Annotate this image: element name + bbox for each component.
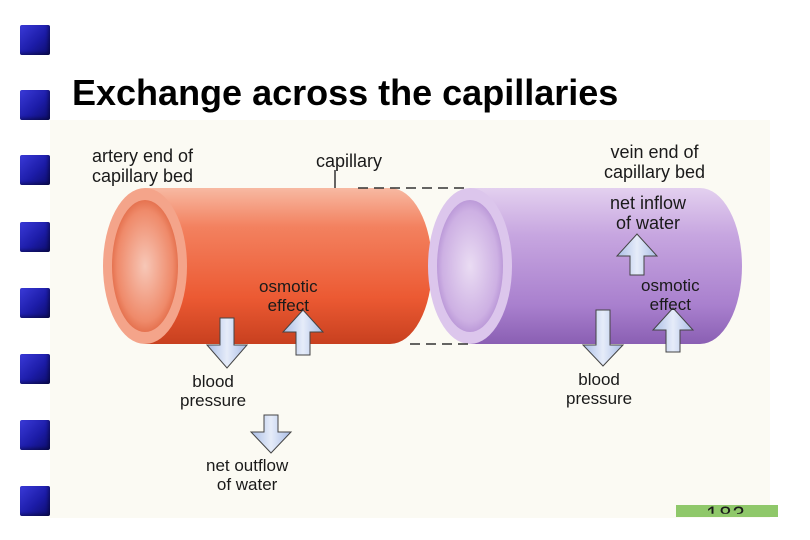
arrow-net-inflow: [615, 233, 659, 276]
bullet-2: [20, 90, 50, 120]
bullet-5: [20, 288, 50, 318]
label-net-inflow: net inflow of water: [610, 193, 687, 233]
label-blood-pressure-left: blood pressure: [180, 372, 247, 410]
page-number: 183: [706, 502, 746, 514]
bullet-3: [20, 155, 50, 185]
label-capillary: capillary: [316, 151, 383, 171]
venous-capillary-tube: [428, 188, 742, 344]
arrow-blood-pressure-left: [205, 317, 249, 369]
label-artery-end: artery end of capillary bed: [92, 146, 194, 186]
page-number-bar: [676, 505, 778, 517]
bullet-6: [20, 354, 50, 384]
arrow-osmotic-right: [651, 307, 695, 353]
bullet-1: [20, 25, 50, 55]
label-osmotic-right: osmotic effect: [641, 276, 700, 314]
label-osmotic-left: osmotic effect: [259, 277, 318, 315]
arrow-net-outflow: [249, 414, 293, 454]
bullet-4: [20, 222, 50, 252]
arrow-blood-pressure-right: [581, 309, 625, 367]
arrow-osmotic-left: [281, 309, 325, 356]
label-net-outflow: net outflow of water: [206, 456, 289, 494]
label-blood-pressure-right: blood pressure: [566, 370, 633, 408]
bullet-7: [20, 420, 50, 450]
bullet-8: [20, 486, 50, 516]
slide-title: Exchange across the capillaries: [72, 72, 619, 113]
arterial-capillary-tube: [103, 188, 432, 344]
label-vein-end: vein end of capillary bed: [604, 142, 706, 182]
